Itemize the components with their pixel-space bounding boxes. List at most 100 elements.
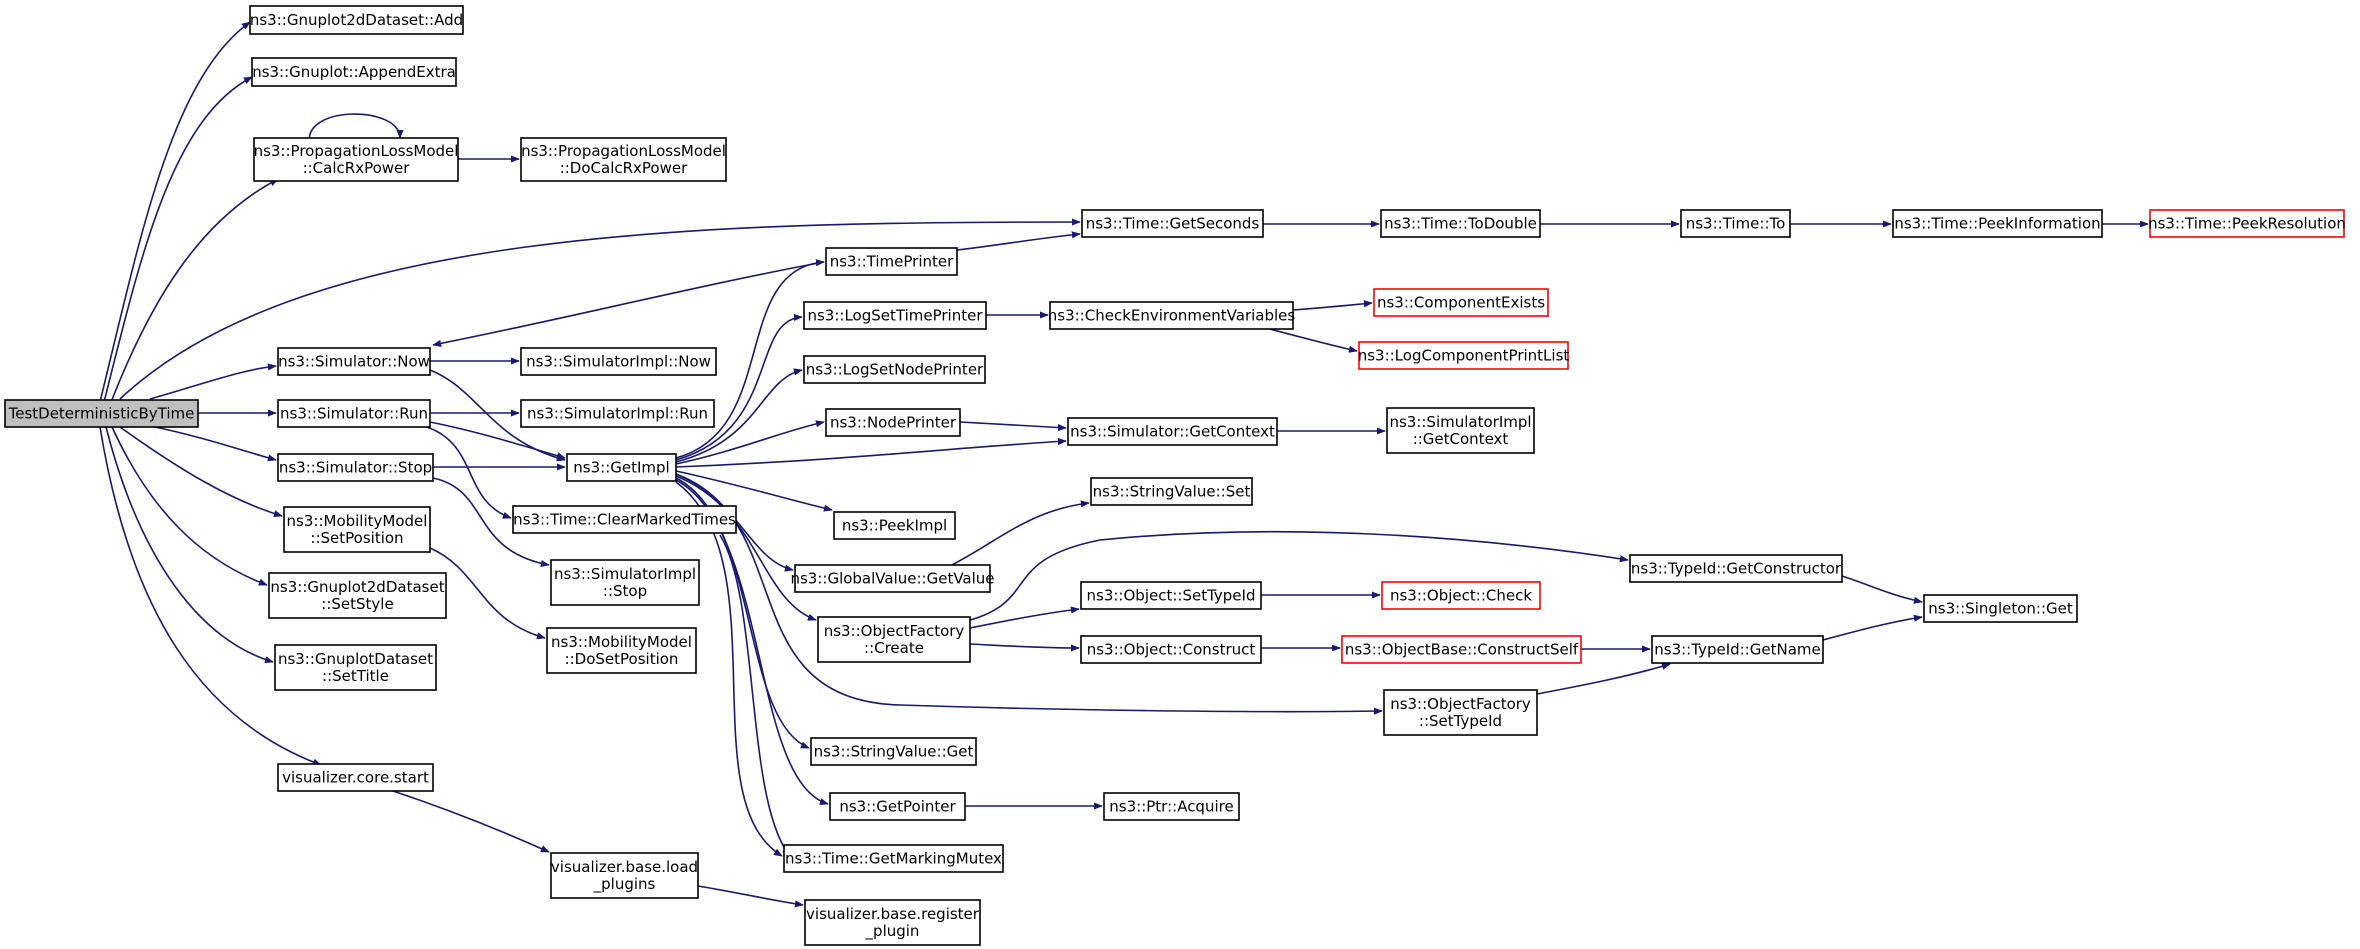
node-box xyxy=(1923,594,2078,623)
node-mobility-dosetposition[interactable]: ns3::MobilityModel::DoSetPosition xyxy=(546,627,697,674)
node-label: ns3::ObjectFactory xyxy=(1390,695,1531,713)
node-label: ::CalcRxPower xyxy=(303,159,411,177)
node-label: ns3::ObjectFactory xyxy=(824,622,965,640)
edge-getimpl-nodeprinter xyxy=(675,420,825,465)
edge-timeprinter-getseconds xyxy=(956,231,1081,251)
node-stringvalue-set[interactable]: ns3::StringValue::Set xyxy=(1090,477,1253,506)
edge-root-time-getseconds xyxy=(119,218,1081,400)
edges-layer xyxy=(97,21,2149,908)
node-box xyxy=(825,247,958,276)
edge-objectfactory-create-object-construct xyxy=(969,643,1080,652)
node-label: visualizer.base.register xyxy=(806,905,980,923)
node-label: ns3::Time::PeekInformation xyxy=(1894,215,2100,233)
node-simimpl-run[interactable]: ns3::SimulatorImpl::Run xyxy=(520,399,715,428)
node-simimpl-stop[interactable]: ns3::SimulatorImpl::Stop xyxy=(550,559,700,606)
node-time-todouble[interactable]: ns3::Time::ToDouble xyxy=(1380,209,1541,238)
node-label: ns3::GetImpl xyxy=(573,459,669,477)
node-objectbase-constructself[interactable]: ns3::ObjectBase::ConstructSelf xyxy=(1341,635,1582,664)
node-typeid-getname[interactable]: ns3::TypeId::GetName xyxy=(1651,635,1824,664)
node-typeid-getconstructor[interactable]: ns3::TypeId::GetConstructor xyxy=(1629,554,1843,583)
node-componentexists[interactable]: ns3::ComponentExists xyxy=(1373,288,1549,317)
node-label: ns3::ObjectBase::ConstructSelf xyxy=(1345,641,1579,659)
edge-getimpl-stringvalue-get xyxy=(675,477,810,749)
node-simulator-run[interactable]: ns3::Simulator::Run xyxy=(277,399,431,428)
node-simulator-stop[interactable]: ns3::Simulator::Stop xyxy=(277,453,434,482)
node-simimpl-getcontext[interactable]: ns3::SimulatorImpl::GetContext xyxy=(1386,407,1535,454)
edge-getimpl-simulator-getcontext xyxy=(675,437,1067,468)
node-box xyxy=(1090,477,1253,506)
node-root[interactable]: TestDeterministicByTime xyxy=(4,399,199,428)
node-visualizer-base-loadplugins[interactable]: visualizer.base.load_plugins xyxy=(550,852,699,899)
node-logsetnodeprinter[interactable]: ns3::LogSetNodePrinter xyxy=(803,355,986,384)
node-box xyxy=(550,852,699,899)
node-mobility-setposition[interactable]: ns3::MobilityModel::SetPosition xyxy=(283,506,431,553)
node-plm-calcrxpower[interactable]: ns3::PropagationLossModel::CalcRxPower xyxy=(253,137,459,182)
node-objectfactory-create[interactable]: ns3::ObjectFactory::Create xyxy=(817,616,971,663)
node-gnuplotdataset-settitle[interactable]: ns3::GnuplotDataset::SetTitle xyxy=(274,644,437,691)
node-object-settypeid[interactable]: ns3::Object::SetTypeId xyxy=(1080,581,1262,610)
node-getimpl[interactable]: ns3::GetImpl xyxy=(566,453,677,482)
edge-root-simulator-now xyxy=(149,363,277,400)
node-globalvalue-getvalue[interactable]: ns3::GlobalValue::GetValue xyxy=(790,564,995,593)
node-object-check[interactable]: ns3::Object::Check xyxy=(1381,581,1541,610)
node-getpointer[interactable]: ns3::GetPointer xyxy=(829,792,966,821)
node-box xyxy=(1381,581,1541,610)
node-time-clearmarkedtimes[interactable]: ns3::Time::ClearMarkedTimes xyxy=(512,505,737,534)
node-box xyxy=(1049,301,1294,330)
edge-typeid-getname-singleton-get xyxy=(1822,614,1923,641)
node-visualizer-base-registerplugin[interactable]: visualizer.base.register_plugin xyxy=(804,899,981,946)
node-ptr-acquire[interactable]: ns3::Ptr::Acquire xyxy=(1103,792,1240,821)
node-box xyxy=(1080,635,1262,664)
node-logsettimeprinter[interactable]: ns3::LogSetTimePrinter xyxy=(803,301,987,330)
node-time-getmarkingmutex[interactable]: ns3::Time::GetMarkingMutex xyxy=(783,844,1004,873)
node-gnuplot2d-add[interactable]: ns3::Gnuplot2dDataset::Add xyxy=(249,5,464,35)
node-box xyxy=(810,737,977,766)
node-box xyxy=(1080,581,1262,610)
node-box xyxy=(277,453,434,482)
node-stringvalue-get[interactable]: ns3::StringValue::Get xyxy=(810,737,977,766)
node-label: _plugins xyxy=(593,875,656,894)
node-simimpl-now[interactable]: ns3::SimulatorImpl::Now xyxy=(520,347,717,376)
edge-clearmarkedtimes-getmarkingmutex xyxy=(719,534,791,857)
node-objectfactory-settypeid[interactable]: ns3::ObjectFactory::SetTypeId xyxy=(1383,689,1538,736)
node-label: ns3::Simulator::Stop xyxy=(279,459,432,477)
node-box xyxy=(520,137,727,182)
node-label: ns3::LogComponentPrintList xyxy=(1358,347,1570,365)
node-logcomponentprintlist[interactable]: ns3::LogComponentPrintList xyxy=(1358,341,1570,370)
node-box xyxy=(794,564,991,593)
edge-objectfactory-create-object-settypeid xyxy=(969,606,1080,629)
node-gnuplot2d-setstyle[interactable]: ns3::Gnuplot2dDataset::SetStyle xyxy=(268,572,447,619)
node-label: ns3::Object::SetTypeId xyxy=(1087,587,1256,605)
node-label: ns3::GlobalValue::GetValue xyxy=(790,570,994,588)
node-label: ns3::Ptr::Acquire xyxy=(1109,798,1233,816)
edge-simulator-stop-simimpl-stop xyxy=(432,477,550,568)
node-box xyxy=(283,506,431,553)
node-box xyxy=(249,5,464,35)
node-peekimpl[interactable]: ns3::PeekImpl xyxy=(833,511,956,540)
node-box xyxy=(268,572,447,619)
node-visualizer-core-start[interactable]: visualizer.core.start xyxy=(277,763,434,792)
node-simulator-now[interactable]: ns3::Simulator::Now xyxy=(277,347,431,376)
node-checkenv[interactable]: ns3::CheckEnvironmentVariables xyxy=(1048,301,1296,330)
node-simulator-getcontext[interactable]: ns3::Simulator::GetContext xyxy=(1067,417,1278,446)
node-time-getseconds[interactable]: ns3::Time::GetSeconds xyxy=(1081,209,1264,238)
edge-getimpl-timeprinter xyxy=(675,259,825,459)
node-object-construct[interactable]: ns3::Object::Construct xyxy=(1080,635,1262,664)
edge-root-simulator-stop xyxy=(149,425,277,462)
node-time-to[interactable]: ns3::Time::To xyxy=(1680,209,1791,238)
node-singleton-get[interactable]: ns3::Singleton::Get xyxy=(1923,594,2078,623)
node-gnuplot-appendextra[interactable]: ns3::Gnuplot::AppendExtra xyxy=(251,57,457,87)
node-time-peekinformation[interactable]: ns3::Time::PeekInformation xyxy=(1892,209,2103,238)
node-label: ns3::Object::Construct xyxy=(1087,641,1256,659)
node-box xyxy=(1373,288,1549,317)
node-label: ns3::PropagationLossModel xyxy=(254,142,459,160)
edge-getimpl-objectfactory-create xyxy=(675,475,817,621)
node-label: ::GetContext xyxy=(1413,430,1509,448)
node-label: visualizer.core.start xyxy=(282,769,429,787)
node-timeprinter[interactable]: ns3::TimePrinter xyxy=(825,247,958,276)
node-nodeprinter[interactable]: ns3::NodePrinter xyxy=(825,408,961,437)
node-plm-docalcrxpower[interactable]: ns3::PropagationLossModel::DoCalcRxPower xyxy=(520,137,727,182)
node-time-peekresolution[interactable]: ns3::Time::PeekResolution xyxy=(2148,209,2346,238)
node-label: ns3::ComponentExists xyxy=(1377,294,1545,312)
